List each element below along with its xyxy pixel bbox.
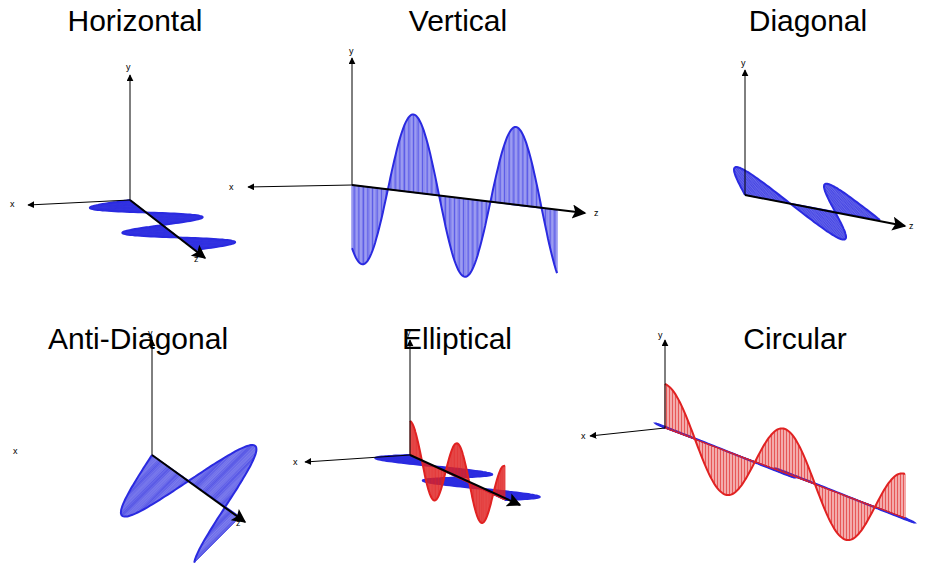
axis-label: y [406,328,411,338]
axis-line [745,70,746,195]
field-vector-lines [734,167,880,240]
axis-label: x [10,199,15,209]
wave-envelope [352,115,557,277]
field-vector-lines [410,421,505,523]
wave-envelope [665,384,905,540]
axis-label: y [741,58,746,68]
axis-label: z [194,254,199,264]
axis-line [352,185,585,213]
field-vector-lines [352,115,557,277]
propagation-line [665,428,905,518]
panel-title: Vertical [409,4,507,38]
axis-line [152,455,245,522]
axis-line [410,340,411,455]
wave-envelope [410,421,505,523]
axis-label: z [909,221,914,231]
axis-line [745,195,905,226]
axis-label: z [594,208,599,218]
axis-line [28,200,130,205]
axis-line [410,455,520,505]
axis-label: y [148,328,153,338]
axis-label: y [349,46,354,56]
axis-label: y [126,62,131,72]
panel-title: Circular [743,322,846,356]
axis-line [130,200,205,258]
axis-label: y [658,330,663,340]
field-vector-lines [665,384,905,540]
axis-line [665,340,666,428]
panel-title: Elliptical [402,322,512,356]
axis-line [130,75,131,200]
axis-label: x [229,182,234,192]
panel-title: Horizontal [67,4,202,38]
axis-line [352,58,353,185]
axis-line [152,340,153,455]
panel-title: Diagonal [749,4,867,38]
axis-line [590,428,665,436]
axis-label: z [236,518,241,528]
axis-label: x [293,457,298,467]
field-vector-lines [121,445,257,563]
wave-envelope [734,167,880,240]
axis-line [248,185,352,187]
axis-label: x [13,446,18,456]
panel-title: Anti-Diagonal [48,322,228,356]
wave-envelope [121,445,257,563]
axis-label: x [581,431,586,441]
axis-line [305,455,410,462]
